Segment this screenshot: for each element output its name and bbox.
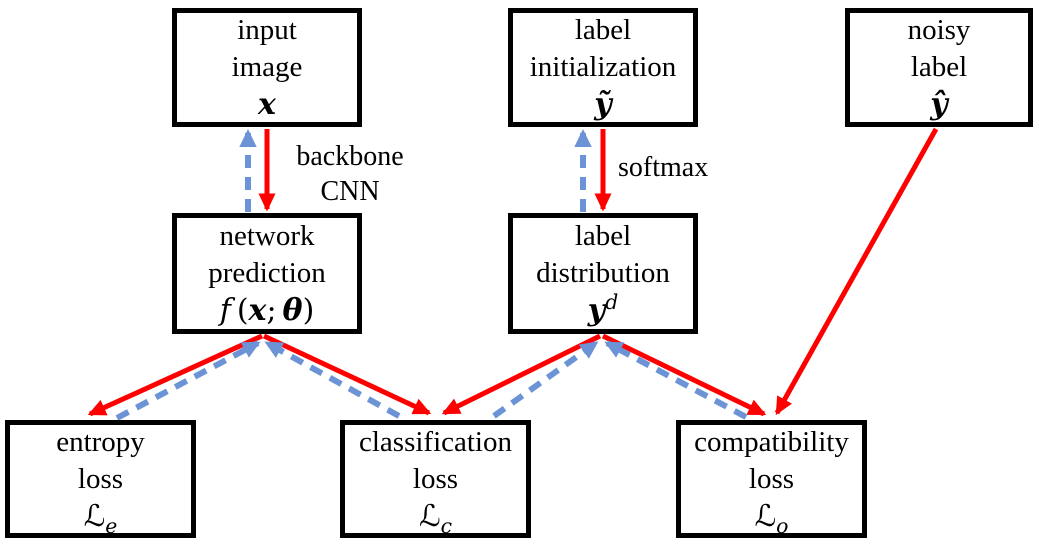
box-noisy-label-line2: label <box>910 51 968 83</box>
symbol-y-hat: ŷ <box>930 87 948 122</box>
box-classification-loss-line2: loss <box>412 462 459 495</box>
box-input-image-line2: image <box>231 51 303 83</box>
box-entropy-loss-line2: loss <box>77 462 124 495</box>
symbol-loss-c: ℒc <box>418 498 453 538</box>
symbol-x: x <box>258 87 276 122</box>
symbol-loss-o: ℒo <box>754 498 789 538</box>
symbol-y-d: yd <box>587 290 619 328</box>
box-label-initialization: label initialization ỹ <box>508 8 698 127</box>
arrow-backward-entropy-to-network <box>115 340 261 421</box>
arrow-forward-network-to-entropy <box>87 333 264 417</box>
box-input-image: input image x <box>172 8 362 127</box>
edge-label-backbone: backbone <box>296 141 404 172</box>
edge-label-softmax: softmax <box>618 152 709 183</box>
box-label-distribution-line2: distribution <box>536 257 670 289</box>
box-label-initialization-line2: initialization <box>529 51 677 83</box>
arrow-forward-network-to-classification <box>262 333 432 416</box>
symbol-loss-e: ℒe <box>83 498 118 538</box>
box-classification-loss-line1: classification <box>358 425 512 458</box>
box-classification-loss: classification loss ℒc <box>340 420 531 538</box>
edge-label-backbone-cnn: backbone CNN <box>280 139 420 209</box>
edge-label-cnn: CNN <box>320 176 380 207</box>
box-network-prediction-line1: network <box>219 220 315 252</box>
box-network-prediction-line2: prediction <box>208 257 326 289</box>
box-input-image-line1: input <box>237 14 297 46</box>
arrow-backward-compatibility-to-distribution <box>604 340 748 420</box>
box-compatibility-loss-line2: loss <box>748 462 795 495</box>
box-label-initialization-line1: label <box>574 14 632 46</box>
box-noisy-label-line1: noisy <box>907 14 971 46</box>
box-entropy-loss: entropy loss ℒe <box>5 420 196 538</box>
arrow-forward-distribution-to-compatibility <box>601 333 767 417</box>
symbol-f-x-theta: f(x;θ) <box>219 293 315 328</box>
symbol-y-tilde: ỹ <box>594 87 612 122</box>
arrow-backward-classification-to-network <box>264 340 401 419</box>
box-network-prediction: network prediction f(x;θ) <box>172 213 362 334</box>
arrow-forward-noisy-to-compatibility <box>774 127 939 416</box>
arrow-forward-distribution-to-classification <box>441 333 602 416</box>
box-entropy-loss-line1: entropy <box>56 425 145 458</box>
box-compatibility-loss-line1: compatibility <box>694 425 849 458</box>
box-compatibility-loss: compatibility loss ℒo <box>676 420 867 538</box>
arrow-backward-classification-to-distribution <box>492 340 599 419</box>
box-noisy-label: noisy label ŷ <box>845 8 1033 127</box>
box-label-distribution: label distribution yd <box>508 213 698 334</box>
box-label-distribution-line1: label <box>574 220 632 252</box>
